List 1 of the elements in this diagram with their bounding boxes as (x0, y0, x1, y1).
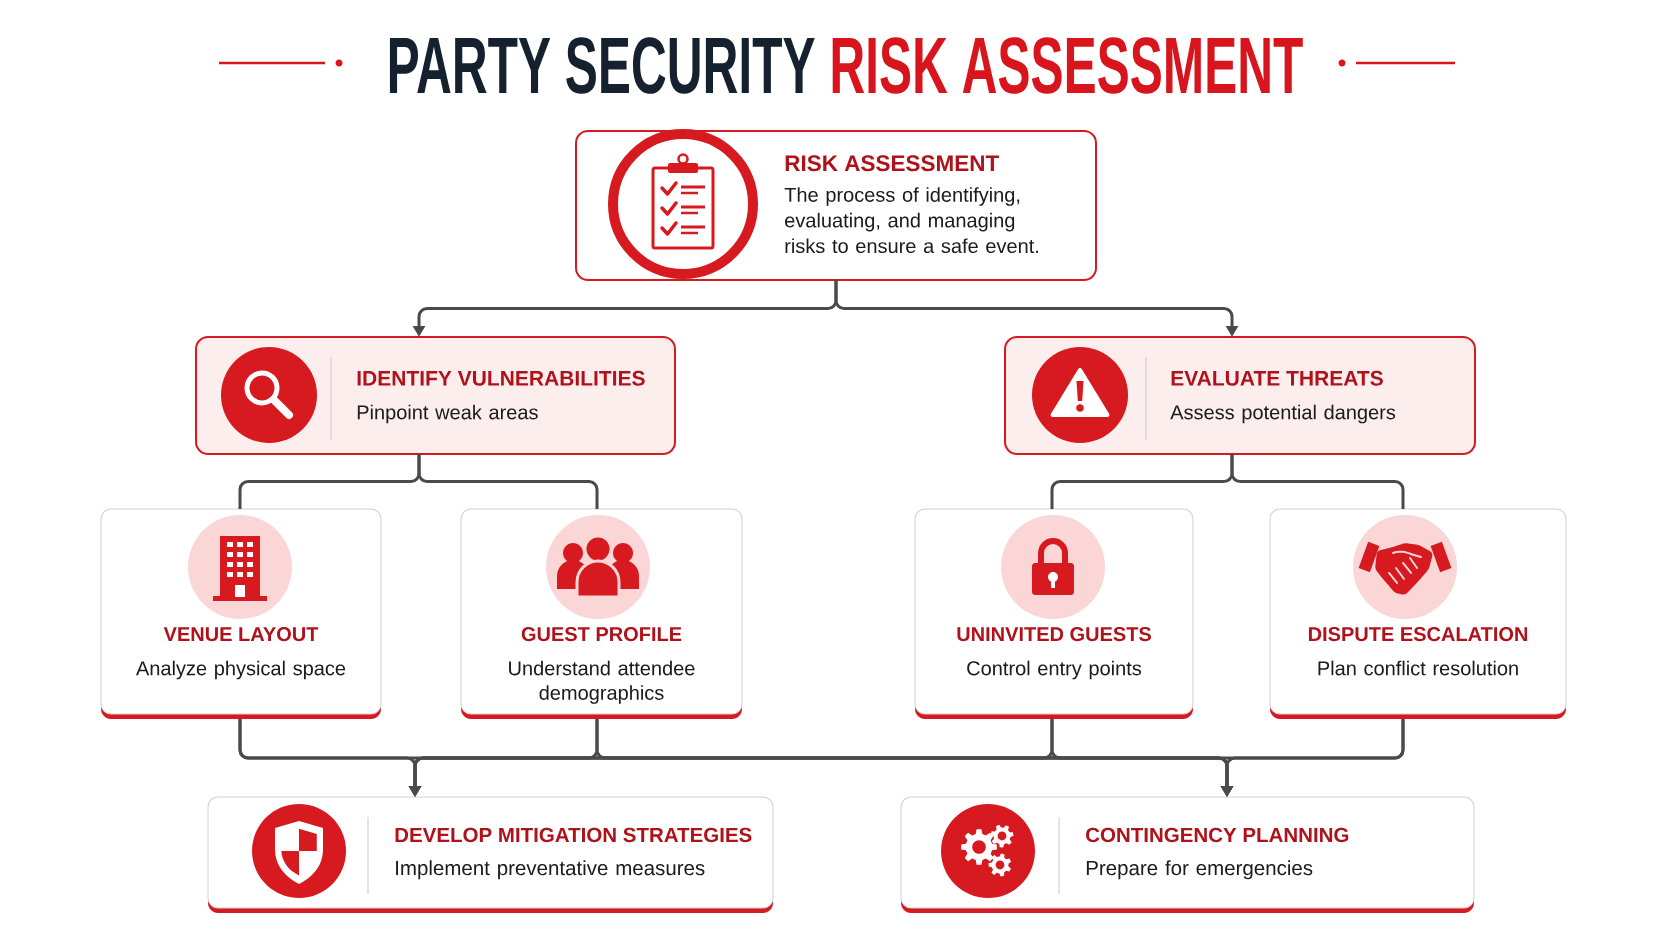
title: PARTY SECURITY RISK ASSESSMENT (389, 37, 1303, 94)
